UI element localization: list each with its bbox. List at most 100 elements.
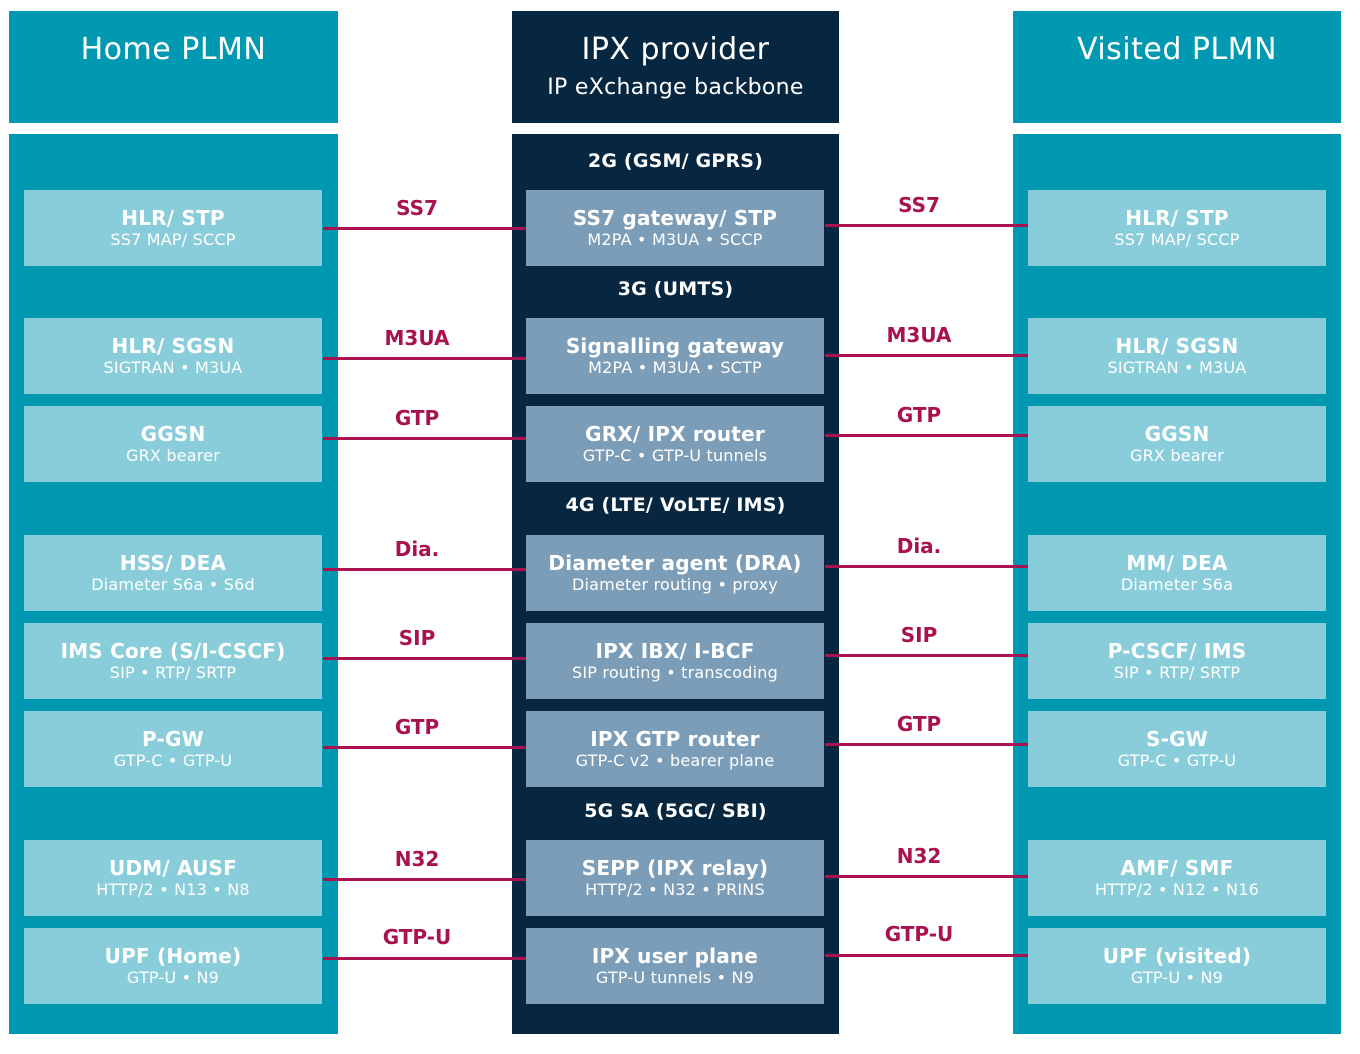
visited-node-mm-dea: MM/ DEA Diameter S6a <box>1028 535 1326 611</box>
link-label-right-gtp-u: GTP-U <box>884 922 954 946</box>
link-label-right-n32: N32 <box>896 844 942 868</box>
node-name: HLR/ STP <box>1125 206 1229 230</box>
node-name: IPX GTP router <box>590 727 760 751</box>
link-left-m3ua <box>323 357 526 360</box>
home-plmn-title: Home PLMN <box>80 32 267 67</box>
link-left-gtp-u <box>323 957 526 960</box>
node-name: GGSN <box>1144 422 1210 446</box>
node-name: IPX user plane <box>591 944 759 968</box>
node-protocols: SIP • RTP/ SRTP <box>1113 663 1241 682</box>
node-name: UPF (visited) <box>1102 944 1252 968</box>
node-name: HLR/ STP <box>121 206 225 230</box>
node-protocols: GTP-C • GTP-U <box>113 751 233 770</box>
node-name: MM/ DEA <box>1126 551 1228 575</box>
link-right-diameter <box>825 565 1028 568</box>
section-3g: 3G (UMTS) <box>617 278 734 300</box>
node-name: SS7 gateway/ STP <box>572 206 778 230</box>
node-protocols: Diameter S6a • S6d <box>91 575 255 594</box>
link-label-right-diameter: Dia. <box>896 534 942 558</box>
node-name: Diameter agent (DRA) <box>548 551 802 575</box>
node-name: P-GW <box>142 727 204 751</box>
section-4g: 4G (LTE/ VoLTE/ IMS) <box>565 494 786 516</box>
home-node-hlr-stp: HLR/ STP SS7 MAP/ SCCP <box>24 190 322 266</box>
home-node-hss-dea: HSS/ DEA Diameter S6a • S6d <box>24 535 322 611</box>
node-protocols: SS7 MAP/ SCCP <box>1114 230 1240 249</box>
home-plmn-header: Home PLMN <box>9 11 338 123</box>
node-name: SEPP (IPX relay) <box>581 856 769 880</box>
home-node-ggsn: GGSN GRX bearer <box>24 406 322 482</box>
link-right-gtp-u <box>825 954 1028 957</box>
node-protocols: M2PA • M3UA • SCTP <box>588 358 762 377</box>
node-protocols: GRX bearer <box>125 446 220 465</box>
section-2g: 2G (GSM/ GPRS) <box>587 150 764 172</box>
ipx-provider-title: IPX provider <box>581 32 770 67</box>
ipx-node-user-plane: IPX user plane GTP-U tunnels • N9 <box>526 928 824 1004</box>
link-right-gtp <box>825 434 1028 437</box>
visited-node-hlr-sgsn: HLR/ SGSN SIGTRAN • M3UA <box>1028 318 1326 394</box>
link-right-gtp-4g <box>825 743 1028 746</box>
node-protocols: M2PA • M3UA • SCCP <box>587 230 763 249</box>
link-left-diameter <box>323 568 526 571</box>
visited-node-hlr-stp: HLR/ STP SS7 MAP/ SCCP <box>1028 190 1326 266</box>
ipx-node-gtp-router: IPX GTP router GTP-C v2 • bearer plane <box>526 711 824 787</box>
node-name: IPX IBX/ I-BCF <box>595 639 755 663</box>
node-protocols: GTP-U • N9 <box>126 968 220 987</box>
node-name: UDM/ AUSF <box>109 856 237 880</box>
visited-plmn-header: Visited PLMN <box>1013 11 1341 123</box>
node-name: UPF (Home) <box>104 944 242 968</box>
node-name: HLR/ SGSN <box>1115 334 1239 358</box>
visited-node-amf-smf: AMF/ SMF HTTP/2 • N12 • N16 <box>1028 840 1326 916</box>
home-node-ims-core: IMS Core (S/I-CSCF) SIP • RTP/ SRTP <box>24 623 322 699</box>
link-label-left-m3ua: M3UA <box>384 326 450 350</box>
link-label-right-m3ua: M3UA <box>886 323 952 347</box>
node-protocols: GTP-U tunnels • N9 <box>595 968 755 987</box>
ipx-node-signalling-gateway: Signalling gateway M2PA • M3UA • SCTP <box>526 318 824 394</box>
section-5g: 5G SA (5GC/ SBI) <box>584 800 767 822</box>
ipx-node-grx-router: GRX/ IPX router GTP-C • GTP-U tunnels <box>526 406 824 482</box>
node-protocols: SIGTRAN • M3UA <box>103 358 243 377</box>
node-protocols: HTTP/2 • N13 • N8 <box>96 880 250 899</box>
node-protocols: SIP • RTP/ SRTP <box>109 663 237 682</box>
link-left-n32 <box>323 878 526 881</box>
link-right-m3ua <box>825 354 1028 357</box>
ipx-provider-header: IPX provider IP eXchange backbone <box>512 11 839 123</box>
home-node-udm-ausf: UDM/ AUSF HTTP/2 • N13 • N8 <box>24 840 322 916</box>
node-name: GGSN <box>140 422 206 446</box>
link-label-left-gtp-u: GTP-U <box>382 925 452 949</box>
node-protocols: GTP-C v2 • bearer plane <box>575 751 775 770</box>
node-protocols: SIP routing • transcoding <box>571 663 778 682</box>
ipx-node-sepp: SEPP (IPX relay) HTTP/2 • N32 • PRINS <box>526 840 824 916</box>
node-name: HLR/ SGSN <box>111 334 235 358</box>
home-node-hlr-sgsn: HLR/ SGSN SIGTRAN • M3UA <box>24 318 322 394</box>
link-label-left-diameter: Dia. <box>394 537 440 561</box>
node-protocols: GTP-C • GTP-U <box>1117 751 1237 770</box>
link-left-sip <box>323 657 526 660</box>
link-right-sip <box>825 654 1028 657</box>
node-protocols: GTP-C • GTP-U tunnels <box>582 446 768 465</box>
visited-node-ggsn: GGSN GRX bearer <box>1028 406 1326 482</box>
node-name: S-GW <box>1146 727 1208 751</box>
ipx-provider-subtitle: IP eXchange backbone <box>547 75 804 100</box>
visited-node-p-cscf: P-CSCF/ IMS SIP • RTP/ SRTP <box>1028 623 1326 699</box>
node-name: P-CSCF/ IMS <box>1107 639 1247 663</box>
link-label-left-gtp-4g: GTP <box>394 715 440 739</box>
link-label-left-sip: SIP <box>398 626 436 650</box>
link-left-gtp-4g <box>323 746 526 749</box>
node-name: AMF/ SMF <box>1120 856 1234 880</box>
link-label-left-n32: N32 <box>394 847 440 871</box>
link-label-right-gtp: GTP <box>896 403 942 427</box>
visited-node-s-gw: S-GW GTP-C • GTP-U <box>1028 711 1326 787</box>
link-left-ss7 <box>323 227 526 230</box>
node-protocols: Diameter routing • proxy <box>572 575 778 594</box>
node-protocols: GTP-U • N9 <box>1130 968 1224 987</box>
node-name: Signalling gateway <box>565 334 785 358</box>
link-label-left-ss7: SS7 <box>396 196 438 220</box>
node-protocols: Diameter S6a <box>1120 575 1234 594</box>
home-node-p-gw: P-GW GTP-C • GTP-U <box>24 711 322 787</box>
node-protocols: SIGTRAN • M3UA <box>1107 358 1247 377</box>
link-right-ss7 <box>825 224 1028 227</box>
link-label-right-gtp-4g: GTP <box>896 712 942 736</box>
node-name: GRX/ IPX router <box>585 422 765 446</box>
home-node-upf: UPF (Home) GTP-U • N9 <box>24 928 322 1004</box>
node-name: IMS Core (S/I-CSCF) <box>60 639 286 663</box>
